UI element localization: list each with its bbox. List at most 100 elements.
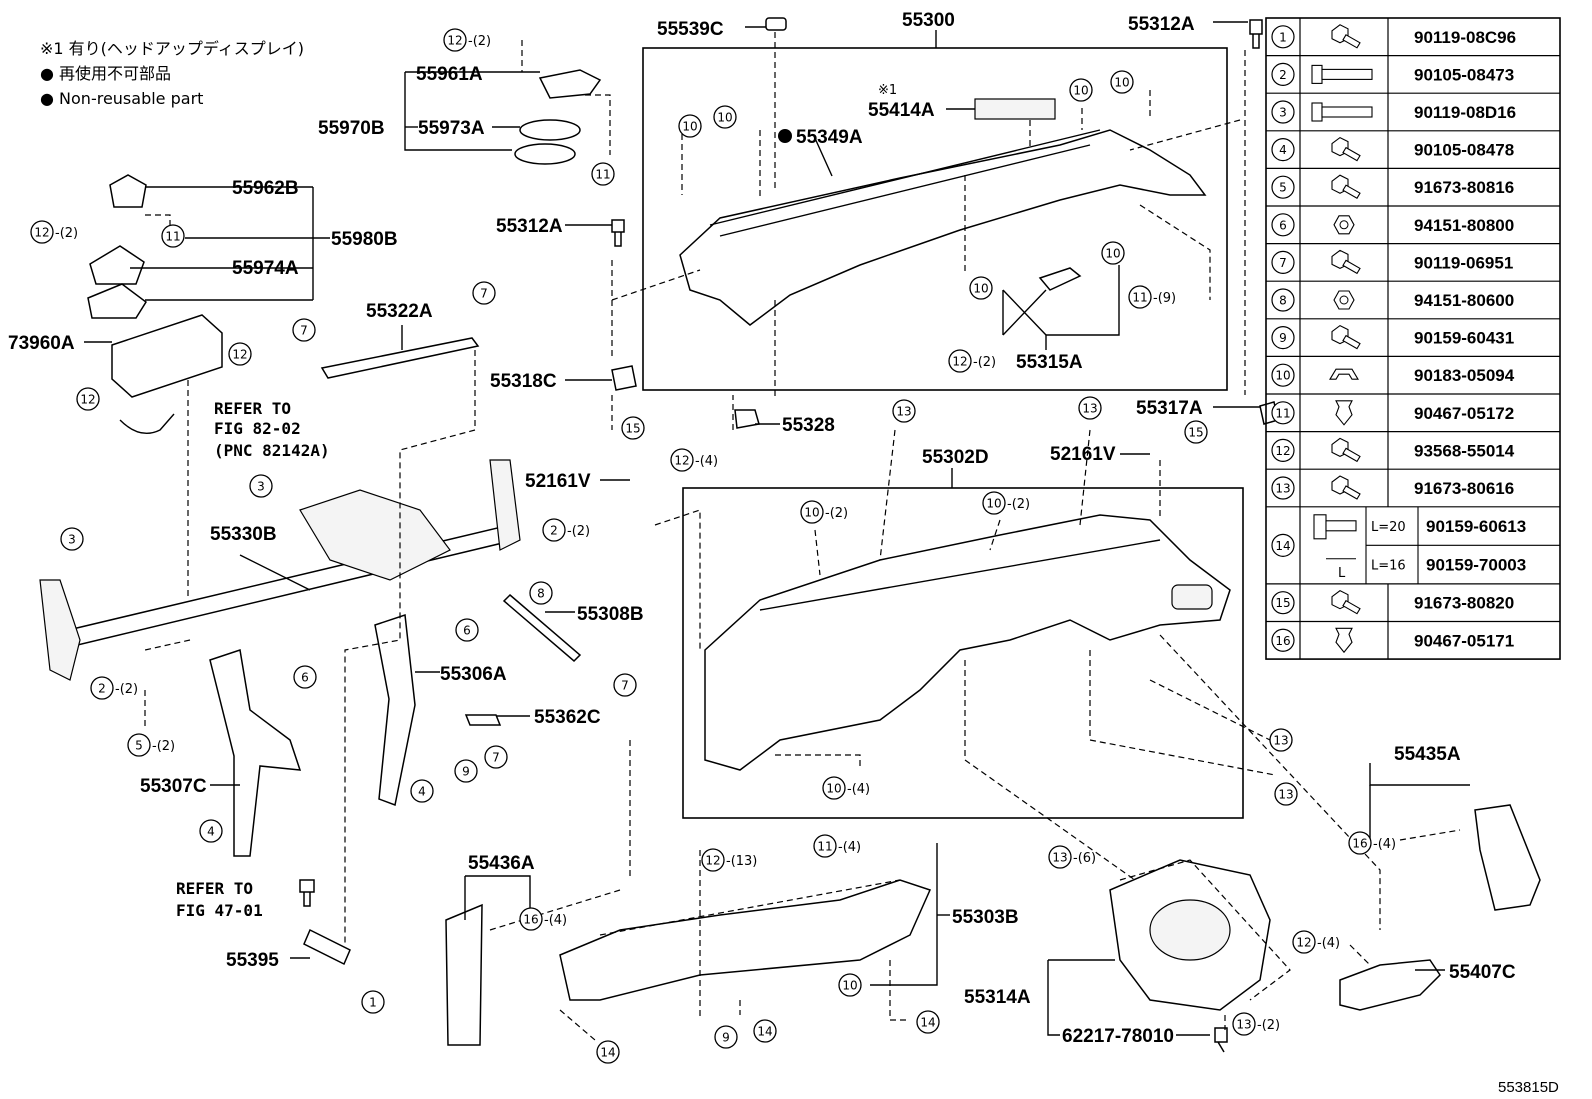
callout-c13-e: 13-(6) [1048,845,1096,869]
label-55307C: 55307C [140,776,207,797]
label-55435A: 55435A [1394,744,1461,765]
nonreusable-dot [778,129,792,143]
legend-part-number-a: 90159-60613 [1426,517,1526,536]
refer-fig47-line2: FIG 47-01 [176,901,263,920]
callout-c11-c: 11-(9) [1128,285,1176,309]
callout-quantity: -(4) [1317,936,1340,951]
callout-number: 10 [842,979,857,993]
callout-number: 13 [1273,734,1288,748]
note-nonreusable-jp: ● 再使用不可部品 [40,64,171,83]
part-55974A-drawing [89,245,145,285]
bracket-55362C-drawing [464,714,502,726]
label-55414A: 55414A [868,100,935,121]
label-55973A: 55973A [418,118,485,139]
label-73960A: 73960A [8,333,75,354]
callout-c15-a: 15 [621,416,645,440]
spring-nut-icon [1329,368,1359,380]
callout-number: 1 [369,996,377,1010]
callout-c7-c: 7 [613,673,637,697]
label-55317A: 55317A [1136,398,1203,419]
callout-number: 15 [625,422,640,436]
callout-number: 12 [447,34,462,48]
callout-c4-a: 4 [410,779,434,803]
legend-number: 5 [1279,181,1287,195]
callout-quantity: -(6) [1073,851,1096,866]
callout-number: 4 [207,825,215,839]
callout-number: 5 [135,739,143,753]
callout-c14-c: 14 [916,1010,940,1034]
legend-number: 13 [1275,482,1290,496]
label-55308B: 55308B [577,604,644,625]
legend-number: 7 [1279,256,1287,270]
callout-c2-a: 2-(2) [542,518,590,542]
brace-55308B-drawing [502,593,582,663]
legend-part-number: 90183-05094 [1414,366,1515,385]
legend-number: 4 [1279,143,1287,157]
part-62217-drawing [1214,1027,1228,1053]
legend-number: 14 [1275,539,1290,553]
legend-number: 3 [1279,106,1287,120]
label-55315A: 55315A [1016,352,1083,373]
callout-c5: 5 -(2) [127,733,175,757]
callout-quantity: -(2) [152,739,175,754]
callout-number: 10 [682,120,697,134]
label-55970B: 55970B [318,118,385,139]
callout-number: 11 [595,168,610,182]
callout-c10-j: 10 [838,973,862,997]
callout-number: 10 [1073,84,1088,98]
callout-c9-a: 9 [454,759,478,783]
callout-number: 10 [717,111,732,125]
legend-number: 11 [1275,406,1290,420]
label-55312A-top: 55312A [1128,14,1195,35]
callout-number: 12 [34,226,49,240]
callout-number: 3 [68,533,76,547]
callout-number: 6 [301,671,309,685]
callout-c12-f: 12-(4) [670,448,718,472]
legend-part-number-b: 90159-70003 [1426,556,1526,575]
trim-55407C-drawing [1339,959,1441,1011]
clip-55312A-mid-drawing [611,219,625,247]
label-55328: 55328 [782,415,835,436]
part-drawings [39,17,1541,1053]
clip-icon [1335,400,1353,426]
notes: ※1 有り(ヘッドアップディスプレイ) ● 再使用不可部品 ● Non-reus… [40,39,304,108]
callout-quantity: -(4) [847,782,870,797]
label-55539C: 55539C [657,19,724,40]
callout-c13-b: 13 [1078,396,1102,420]
plate-55395-drawing [303,928,351,966]
callout-number: 7 [480,287,488,301]
callout-c13-f: 13-(2) [1232,1012,1280,1036]
callout-c6-b: 6 [293,665,317,689]
callout-c12-c: 12 [228,342,252,366]
clip-55312A-top-drawing [1249,19,1263,49]
bolt-icon [1313,514,1327,540]
label-55962B: 55962B [232,178,299,199]
part-55962B-drawing [109,174,147,208]
legend-number: 6 [1279,218,1287,232]
part-labels: 55539C 55300 55312A 55961A 55970B 55973A… [8,10,1516,1047]
refer-fig47-line1: REFER TO [176,879,253,898]
diagram-id: 553815D [1498,1079,1559,1096]
callout-c16-b: 16-(4) [519,907,567,931]
glovebox-55303B-drawing [559,879,932,1001]
callout-number: 9 [462,765,470,779]
length-16: L=16 [1371,559,1406,574]
callout-number: 13 [1278,788,1293,802]
label-55314A: 55314A [964,987,1031,1008]
legend-part-number: 93568-55014 [1414,441,1515,460]
callout-c15-b: 15 [1184,420,1208,444]
callout-number: 11 [165,230,180,244]
callout-c10-e: 10 [969,276,993,300]
callout-quantity: -(2) [468,34,491,49]
module-73960A-drawing [111,314,223,398]
callout-number: 7 [621,679,629,693]
label-55300: 55300 [902,10,955,31]
